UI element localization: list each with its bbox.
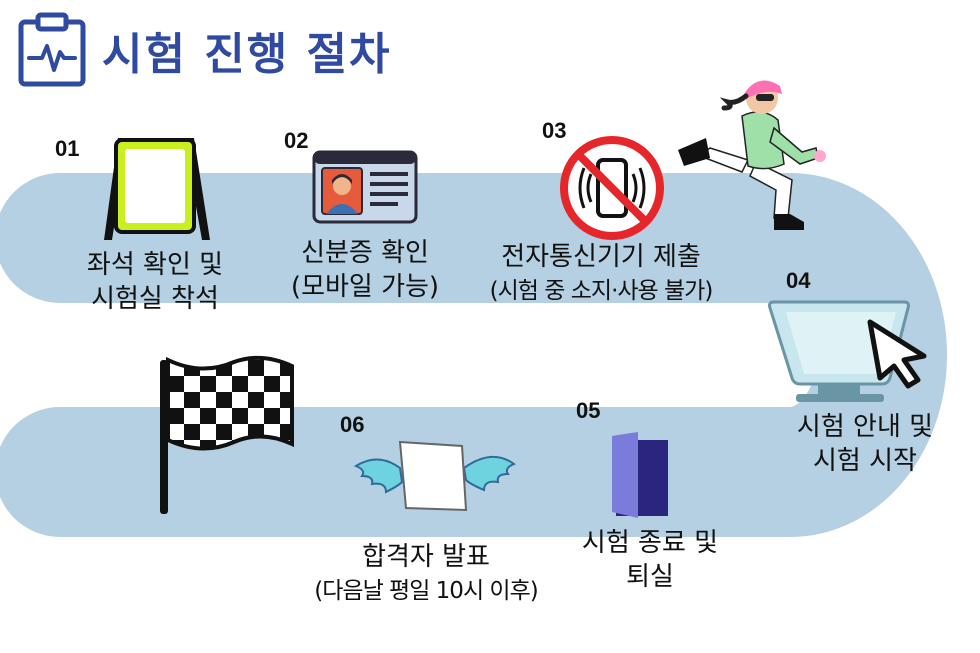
header: 시험 진행 절차 (16, 10, 392, 90)
step-label-02: 신분증 확인(모바일 가능) (290, 238, 440, 302)
id-card-icon (312, 150, 418, 224)
page-title: 시험 진행 절차 (102, 29, 392, 80)
step-label-03: 전자통신기기 제출(시험 중 소지·사용 불가) (489, 242, 714, 304)
step-number-04: 04 (786, 268, 811, 293)
a-frame-sign-icon (104, 138, 210, 240)
no-phone-icon (560, 136, 664, 240)
monitor-cursor-icon (768, 300, 927, 402)
clipboard-heartbeat-icon (18, 12, 86, 87)
step-number-06: 06 (340, 412, 365, 437)
running-person-illustration (678, 80, 826, 230)
step-number-05: 05 (576, 398, 601, 423)
step-number-01: 01 (55, 136, 80, 161)
exit-door-icon (612, 432, 668, 518)
winged-paper-icon (353, 440, 517, 512)
step-number-02: 02 (284, 128, 309, 153)
checkered-flag-icon (160, 355, 294, 514)
step-label-06: 합격자 발표(다음날 평일 10시 이후) (314, 542, 538, 604)
step-number-03: 03 (542, 118, 567, 143)
